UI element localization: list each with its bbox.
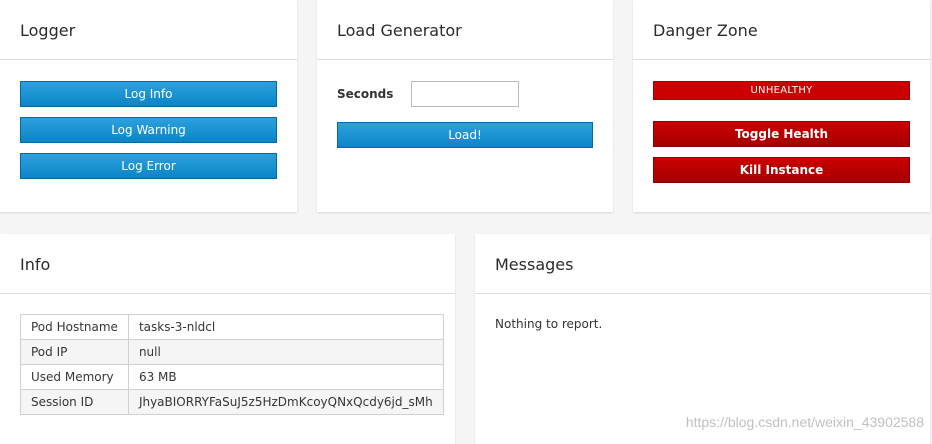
pod-ip-key: Pod IP — [20, 339, 129, 365]
kill-instance-button[interactable]: Kill Instance — [653, 157, 910, 183]
messages-empty-text: Nothing to report. — [495, 317, 603, 331]
danger-zone-card-title: Danger Zone — [633, 0, 930, 60]
table-row: Pod Hostname tasks-3-nldcl — [20, 314, 444, 340]
log-error-button[interactable]: Log Error — [20, 153, 277, 179]
info-card-title: Info — [0, 234, 455, 294]
seconds-input[interactable] — [411, 81, 519, 107]
load-button[interactable]: Load! — [337, 122, 593, 148]
pod-hostname-value: tasks-3-nldcl — [127, 314, 444, 340]
messages-card: Messages Nothing to report. — [475, 234, 930, 444]
info-table: Pod Hostname tasks-3-nldcl Pod IP null U… — [20, 314, 444, 415]
session-id-key: Session ID — [20, 389, 129, 415]
load-generator-card-title: Load Generator — [317, 0, 613, 60]
logger-card: Logger Log Info Log Warning Log Error — [0, 0, 297, 212]
table-row: Pod IP null — [20, 339, 444, 365]
messages-card-title: Messages — [475, 234, 930, 294]
log-warning-button[interactable]: Log Warning — [20, 117, 277, 143]
load-generator-card: Load Generator Seconds Load! — [317, 0, 613, 212]
pod-hostname-key: Pod Hostname — [20, 314, 129, 340]
pod-ip-value: null — [127, 339, 444, 365]
log-info-button[interactable]: Log Info — [20, 81, 277, 107]
toggle-health-button[interactable]: Toggle Health — [653, 121, 910, 147]
table-row: Used Memory 63 MB — [20, 364, 444, 390]
table-row: Session ID JhyaBIORRYFaSuJ5z5HzDmKcoyQNx… — [20, 389, 444, 415]
danger-zone-card: Danger Zone UNHEALTHY Toggle Health Kill… — [633, 0, 930, 212]
watermark-text: https://blog.csdn.net/weixin_43902588 — [685, 414, 924, 430]
used-memory-value: 63 MB — [127, 364, 444, 390]
info-card: Info Pod Hostname tasks-3-nldcl Pod IP n… — [0, 234, 455, 444]
logger-card-title: Logger — [0, 0, 297, 60]
used-memory-key: Used Memory — [20, 364, 129, 390]
health-status-badge: UNHEALTHY — [653, 81, 910, 100]
seconds-label: Seconds — [337, 87, 394, 101]
session-id-value: JhyaBIORRYFaSuJ5z5HzDmKcoyQNxQcdy6jd_sMh — [127, 389, 444, 415]
